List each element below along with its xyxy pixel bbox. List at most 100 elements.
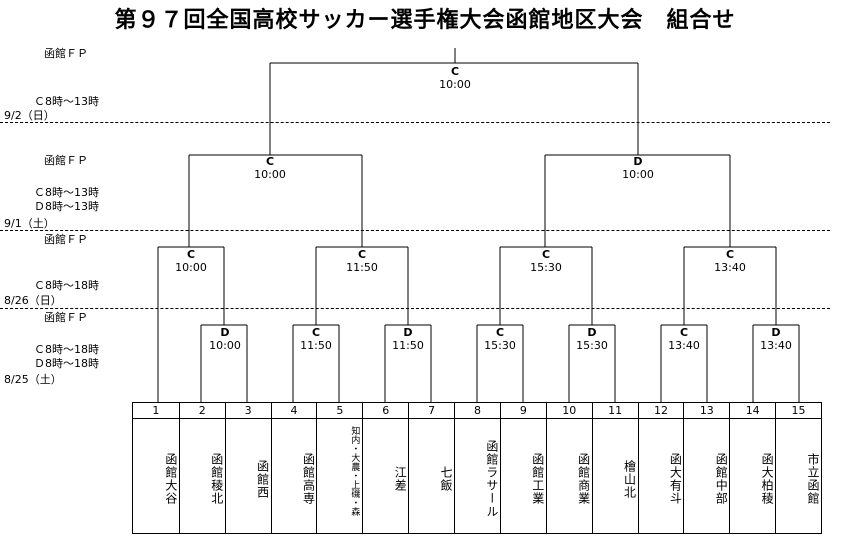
team-cell: 5 知内・大農・上磯・森 — [316, 403, 363, 533]
match-time: 13:40 — [714, 261, 746, 274]
match-time: 13:40 — [668, 339, 700, 352]
match-time: 11:50 — [346, 261, 378, 274]
team-cell: 7 七飯 — [408, 403, 455, 533]
round-time: Ｃ8時～13時 — [34, 95, 99, 108]
court-label: C — [450, 65, 460, 78]
round-time: Ｃ8時～18時 — [34, 343, 99, 356]
round-time: Ｄ8時～13時 — [34, 200, 99, 213]
match-time: 13:40 — [760, 339, 792, 352]
round-date: 9/2（日） — [4, 109, 55, 122]
court-label: C — [541, 248, 551, 261]
match-time: 10:00 — [209, 339, 241, 352]
team-number: 6 — [363, 403, 409, 419]
page-title: 第９７回全国高校サッカー選手権大会函館地区大会 組合せ — [114, 8, 736, 33]
round-time: Ｃ8時～13時 — [34, 186, 99, 199]
match-time: 15:30 — [576, 339, 608, 352]
round-venue: 函館ＦＰ — [44, 47, 88, 60]
team-name: 函館高専 — [301, 453, 316, 505]
match-time: 10:00 — [175, 261, 207, 274]
court-label: C — [186, 248, 196, 261]
match-time: 10:00 — [622, 168, 654, 181]
team-cell: 8 函館ラサール — [454, 403, 500, 533]
team-name: 函館大谷 — [163, 453, 178, 505]
team-number: 7 — [409, 403, 455, 419]
team-number: 5 — [317, 403, 363, 419]
match-time: 10:00 — [254, 168, 286, 181]
team-cell: 14 函大柏稜 — [729, 403, 776, 533]
court-label: C — [725, 248, 735, 261]
match-time: 11:50 — [300, 339, 332, 352]
team-number: 3 — [225, 403, 271, 419]
team-cell: 1 函館大谷 — [133, 403, 179, 533]
team-name: 七飯 — [439, 466, 454, 492]
team-cell: 2 函館稜北 — [178, 403, 225, 533]
round-date: 9/1（土） — [4, 217, 55, 230]
team-name: 檜山北 — [622, 459, 637, 499]
round-divider — [0, 230, 830, 231]
team-name: 函館稜北 — [209, 453, 224, 505]
court-label: C — [357, 248, 367, 261]
round-time: Ｃ8時～18時 — [34, 279, 99, 292]
team-name: 函館ラサール — [484, 440, 499, 518]
team-name: 函館西 — [255, 459, 270, 499]
court-label: D — [771, 326, 781, 339]
team-number: 15 — [776, 403, 821, 419]
team-name: 函大柏稜 — [760, 453, 775, 505]
team-number: 14 — [730, 403, 776, 419]
round-divider — [0, 308, 830, 309]
team-number: 1 — [133, 403, 179, 419]
team-number: 8 — [455, 403, 500, 419]
team-name: 函館工業 — [530, 453, 545, 505]
court-label: D — [403, 326, 413, 339]
round-divider — [0, 122, 830, 123]
team-number: 2 — [179, 403, 225, 419]
round-time: Ｄ8時～18時 — [34, 357, 99, 370]
team-name: 函館中部 — [714, 453, 729, 505]
court-label: C — [311, 326, 321, 339]
team-name: 知内・大農・上磯・森 — [349, 426, 360, 516]
court-label: C — [679, 326, 689, 339]
team-number: 11 — [592, 403, 638, 419]
team-cell: 11 檜山北 — [591, 403, 638, 533]
team-name: 江差 — [393, 466, 408, 492]
team-cell: 10 函館商業 — [545, 403, 592, 533]
round-date: 8/26（日） — [4, 294, 62, 307]
match-time: 11:50 — [392, 339, 424, 352]
match-time: 15:30 — [530, 261, 562, 274]
team-name: 函館商業 — [576, 453, 591, 505]
court-label: D — [220, 326, 230, 339]
round-venue: 函館ＦＰ — [44, 311, 88, 324]
match-time: 15:30 — [484, 339, 516, 352]
team-number: 10 — [546, 403, 592, 419]
team-cell: 13 函館中部 — [683, 403, 730, 533]
round-venue: 函館ＦＰ — [44, 233, 88, 246]
team-cell: 15 市立函館 — [775, 403, 821, 533]
team-name: 市立函館 — [805, 453, 820, 505]
round-venue: 函館ＦＰ — [44, 154, 88, 167]
team-number: 13 — [684, 403, 730, 419]
team-number: 12 — [638, 403, 684, 419]
court-label: C — [265, 155, 275, 168]
team-cell: 3 函館西 — [224, 403, 271, 533]
court-label: D — [633, 155, 643, 168]
round-date: 8/25（土） — [4, 373, 62, 386]
